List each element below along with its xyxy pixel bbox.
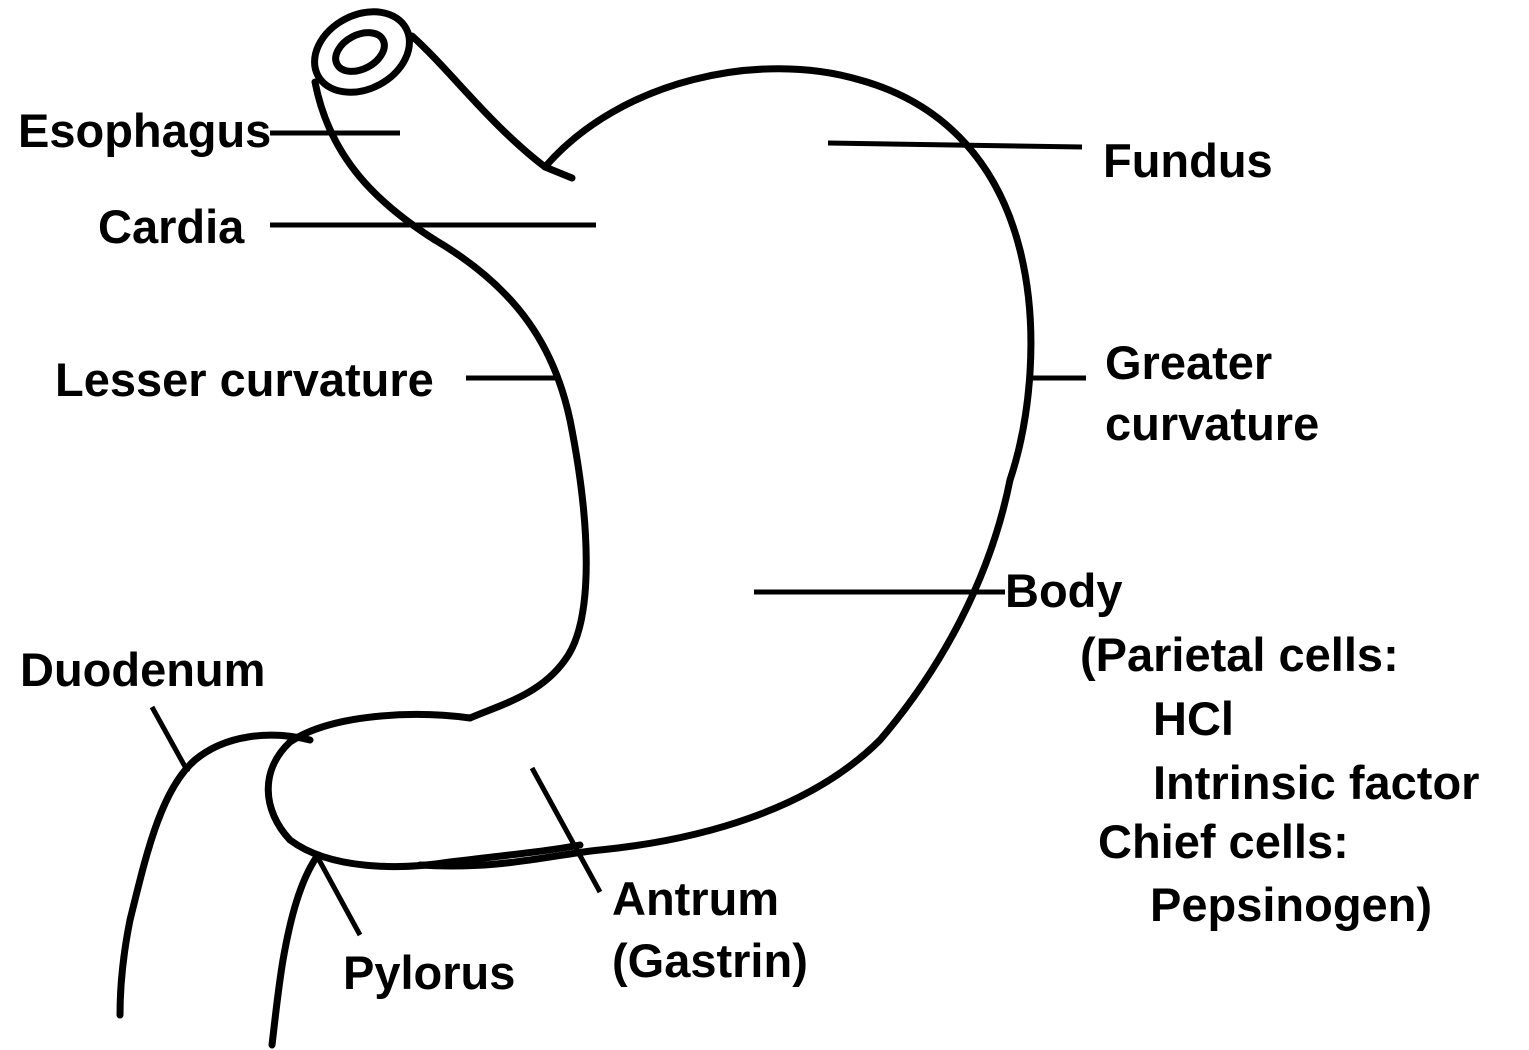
fundus-label: Fundus xyxy=(1103,134,1273,187)
greater-curvature-label-line2: curvature xyxy=(1105,397,1319,450)
pylorus-leader xyxy=(318,858,360,935)
greater-curvature-outline xyxy=(420,69,1031,866)
duodenum-label: Duodenum xyxy=(20,643,265,696)
pylorus-outline xyxy=(268,715,580,867)
fundus-leader xyxy=(828,143,1082,147)
body-note-pepsinogen: Pepsinogen) xyxy=(1150,878,1432,931)
body-note-intrinsic-factor: Intrinsic factor xyxy=(1153,756,1479,809)
cardia-label: Cardia xyxy=(98,200,245,253)
esophagus-label: Esophagus xyxy=(18,104,271,157)
antrum-gastrin-label: (Gastrin) xyxy=(612,934,808,987)
body-note-chief-cells: Chief cells: xyxy=(1098,815,1349,868)
duodenum-leader xyxy=(152,707,188,772)
esophagus-tube xyxy=(300,0,572,240)
body-note-hcl: HCl xyxy=(1153,692,1234,745)
greater-curvature-label-line1: Greater xyxy=(1105,336,1272,389)
lesser-curvature-outline xyxy=(435,240,586,718)
pylorus-label: Pylorus xyxy=(343,946,515,999)
antrum-leader xyxy=(532,768,600,892)
body-note-parietal: (Parietal cells: xyxy=(1080,628,1399,681)
lesser-curvature-label: Lesser curvature xyxy=(55,353,434,406)
body-label: Body xyxy=(1005,564,1123,617)
duodenum-inner-outline xyxy=(272,855,318,1045)
antrum-label: Antrum xyxy=(612,872,779,925)
